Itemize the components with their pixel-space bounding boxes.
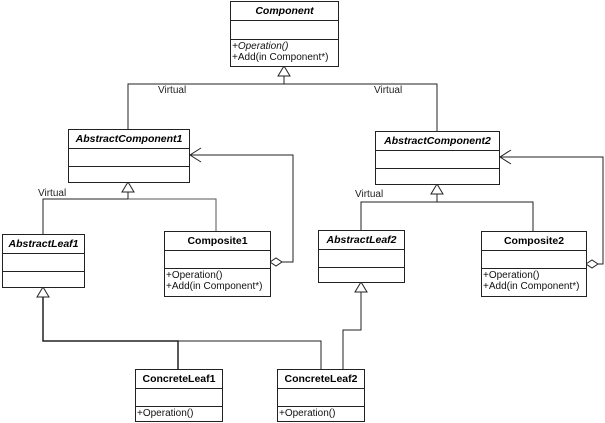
gen-line-leaf1-to-ac1 xyxy=(42,192,129,234)
virtual-label: Virtual xyxy=(374,85,403,96)
class-concrete-leaf1[interactable]: ConcreteLeaf1 +Operation() xyxy=(135,369,223,422)
class-name: AbstractComponent1 xyxy=(69,130,189,149)
class-composite1[interactable]: Composite1 +Operation() +Add(in Componen… xyxy=(164,231,271,297)
class-abstract-component2[interactable]: AbstractComponent2 xyxy=(375,131,500,185)
gen-line-concrete-to-leaf1 xyxy=(42,297,179,369)
operation: +Operation() xyxy=(483,270,540,281)
open-arrow-icon xyxy=(499,149,512,165)
operation: +Add(in Component*) xyxy=(166,281,263,292)
operation: +Operation() xyxy=(279,408,336,419)
operation: +Operation() xyxy=(232,41,289,52)
class-name: AbstractLeaf1 xyxy=(3,235,84,254)
attributes-compartment xyxy=(376,151,499,169)
operations-compartment xyxy=(319,268,404,269)
operations-compartment: +Operation() +Add(in Component*) xyxy=(231,40,338,63)
operations-compartment xyxy=(376,169,499,170)
class-abstract-component1[interactable]: AbstractComponent1 xyxy=(68,129,190,183)
attributes-compartment xyxy=(278,389,364,407)
class-component[interactable]: Component +Operation() +Add(in Component… xyxy=(230,1,339,67)
attributes-compartment xyxy=(319,250,404,268)
operation: +Add(in Component*) xyxy=(232,52,329,63)
open-arrow-icon xyxy=(189,147,202,163)
aggregation-line-2 xyxy=(499,156,604,265)
attributes-compartment xyxy=(69,149,189,167)
operations-compartment xyxy=(69,167,189,168)
operations-compartment xyxy=(3,272,84,273)
operations-compartment: +Operation() +Add(in Component*) xyxy=(482,269,586,292)
virtual-label: Virtual xyxy=(355,189,384,200)
gen-line-composite1-to-ac1 xyxy=(128,198,217,231)
attributes-compartment xyxy=(3,254,84,272)
attributes-compartment xyxy=(482,251,586,269)
attributes-compartment xyxy=(165,251,270,269)
gen-line-composite2-to-ac2 xyxy=(437,201,534,231)
generalization-arrow-icon xyxy=(277,65,291,77)
virtual-label: Virtual xyxy=(158,85,187,96)
class-composite2[interactable]: Composite2 +Operation() +Add(in Componen… xyxy=(481,231,587,297)
class-name: ConcreteLeaf2 xyxy=(278,370,364,389)
generalization-arrow-icon xyxy=(121,181,135,193)
attributes-compartment xyxy=(136,389,222,407)
attributes-compartment xyxy=(231,21,338,40)
aggregation-diamond-icon xyxy=(585,259,599,269)
virtual-label: Virtual xyxy=(38,188,67,199)
class-name: ConcreteLeaf1 xyxy=(136,370,222,389)
operation: +Operation() xyxy=(166,270,223,281)
class-name: AbstractComponent2 xyxy=(376,132,499,151)
class-name: Composite2 xyxy=(482,232,586,251)
operations-compartment: +Operation() xyxy=(278,407,364,419)
operations-compartment: +Operation() +Add(in Component*) xyxy=(165,269,270,292)
operation: +Operation() xyxy=(137,408,194,419)
class-abstract-leaf1[interactable]: AbstractLeaf1 xyxy=(2,234,85,288)
aggregation-line-1 xyxy=(189,154,294,263)
aggregation-diamond-icon xyxy=(269,257,283,267)
generalization-arrow-icon xyxy=(430,183,444,195)
gen-line-ac2-to-component xyxy=(284,83,438,131)
operation: +Add(in Component*) xyxy=(483,281,580,292)
operations-compartment: +Operation() xyxy=(136,407,222,419)
class-name: AbstractLeaf2 xyxy=(319,231,404,250)
gen-line-concrete2-to-leaf1 xyxy=(178,340,322,369)
gen-line-ac1-to-component xyxy=(127,76,285,129)
generalization-arrow-icon xyxy=(36,286,50,298)
class-abstract-leaf2[interactable]: AbstractLeaf2 xyxy=(318,230,405,283)
gen-line-leaf2-to-ac2 xyxy=(360,194,438,230)
class-name: Component xyxy=(231,2,338,21)
class-name: Composite1 xyxy=(165,232,270,251)
gen-line-concrete2-to-leaf2 xyxy=(342,292,362,369)
generalization-arrow-icon xyxy=(354,281,368,293)
class-concrete-leaf2[interactable]: ConcreteLeaf2 +Operation() xyxy=(277,369,365,422)
